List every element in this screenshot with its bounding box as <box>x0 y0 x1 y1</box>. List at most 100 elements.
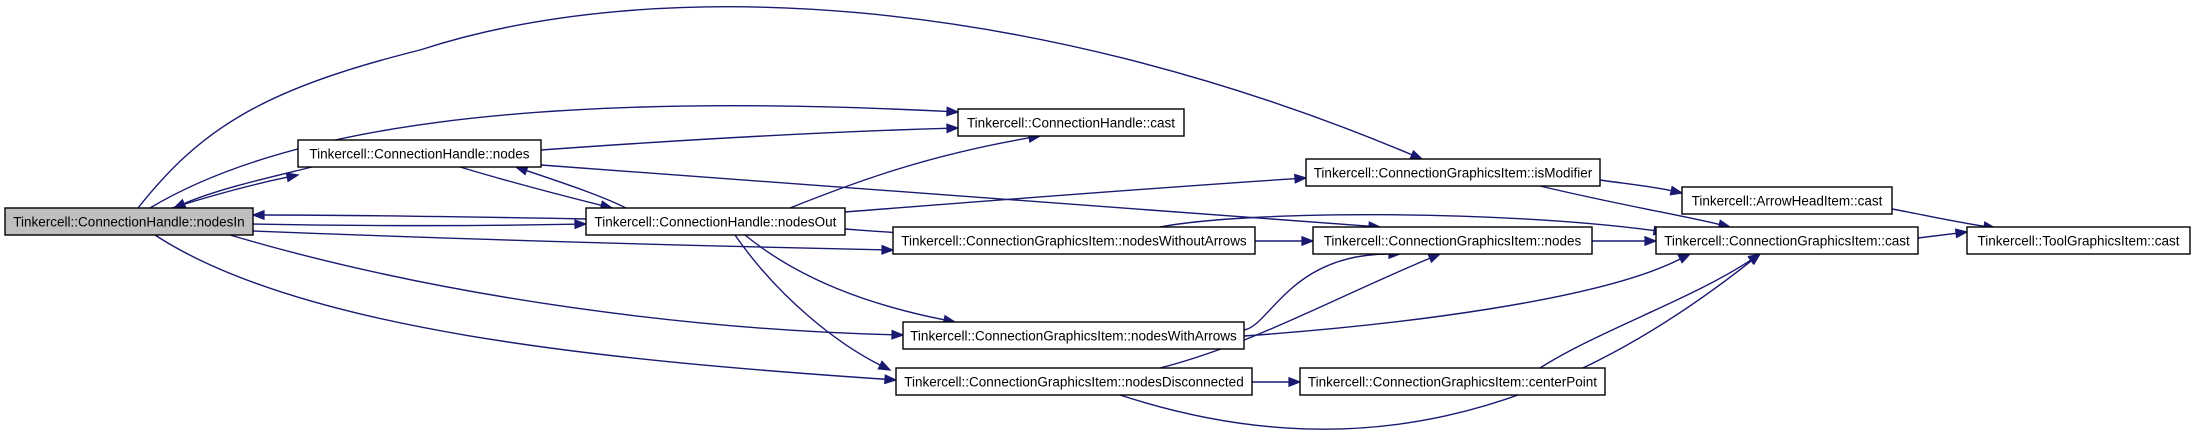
node-label: Tinkercell::ConnectionGraphicsItem::node… <box>1324 234 1582 249</box>
edge-line <box>1599 179 1672 192</box>
node-label: Tinkercell::ConnectionGraphicsItem::node… <box>901 234 1247 249</box>
node-nodesWithoutArrows[interactable]: Tinkercell::ConnectionGraphicsItem::node… <box>892 226 1256 255</box>
node-box <box>4 207 254 236</box>
nodes-layer: Tinkercell::ConnectionHandle::nodesInTin… <box>4 108 2191 396</box>
edge-nodesIn-to-nodesWithArrows <box>229 234 905 340</box>
node-centerPoint[interactable]: Tinkercell::ConnectionGraphicsItem::cent… <box>1299 367 1606 396</box>
edge-line <box>744 234 945 321</box>
arrowhead <box>1669 185 1684 196</box>
node-cgiNodes[interactable]: Tinkercell::ConnectionGraphicsItem::node… <box>1312 226 1593 255</box>
node-label: Tinkercell::ConnectionHandle::cast <box>967 116 1175 131</box>
node-label: Tinkercell::ToolGraphicsItem::cast <box>1977 234 2179 249</box>
node-box <box>895 367 1253 396</box>
arrowhead <box>891 329 905 340</box>
arrowhead <box>881 244 895 255</box>
edge-nodesIn-to-nodesDisconnected <box>154 234 898 385</box>
node-box <box>902 321 1245 350</box>
edge-line <box>137 6 1413 209</box>
edge-nodesOut-to-nodesIn <box>251 209 587 221</box>
node-chCast[interactable]: Tinkercell::ConnectionHandle::cast <box>957 108 1185 137</box>
arrowhead <box>574 219 588 230</box>
node-box <box>957 108 1185 137</box>
node-box <box>1305 158 1601 187</box>
node-nodesOut[interactable]: Tinkercell::ConnectionHandle::nodesOut <box>585 207 846 236</box>
edge-nodesOut-to-isModifier <box>844 173 1308 213</box>
node-box <box>1312 226 1593 255</box>
node-nodesWithArrows[interactable]: Tinkercell::ConnectionGraphicsItem::node… <box>902 321 1245 350</box>
arrowhead <box>1747 253 1762 265</box>
node-isModifier[interactable]: Tinkercell::ConnectionGraphicsItem::isMo… <box>1305 158 1601 187</box>
edge-centerPoint-to-cgiCast <box>1539 253 1762 369</box>
edge-nodesIn-to-chCast <box>149 105 960 209</box>
node-label: Tinkercell::ConnectionGraphicsItem::node… <box>904 375 1243 390</box>
edge-nodesDisconnected-to-cgiNodes <box>1159 253 1442 369</box>
edge-line <box>1159 257 1431 369</box>
edge-line <box>526 169 627 209</box>
node-nodesDisconnected[interactable]: Tinkercell::ConnectionGraphicsItem::node… <box>895 367 1253 396</box>
node-label: Tinkercell::ConnectionGraphicsItem::isMo… <box>1314 166 1593 181</box>
node-box <box>1681 186 1893 215</box>
arrowhead <box>1677 253 1692 264</box>
arrowhead <box>1427 253 1442 264</box>
edge-line <box>844 178 1296 213</box>
node-label: Tinkercell::ConnectionGraphicsItem::cast <box>1664 234 1910 249</box>
edge-nodesWithArrows-to-cgiCast <box>1243 253 1692 337</box>
arrowhead <box>514 165 529 176</box>
edge-isModifier-to-arrowCast <box>1599 179 1684 196</box>
node-arrowCast[interactable]: Tinkercell::ArrowHeadItem::cast <box>1681 186 1893 215</box>
arrowhead <box>1409 149 1424 160</box>
edge-line <box>263 214 587 220</box>
arrowhead <box>1954 228 1969 239</box>
edge-nodesIn-to-chNodes <box>171 172 300 209</box>
edge-line <box>789 137 1030 209</box>
edge-nodesWithArrows-to-cgiNodes <box>1243 248 1402 331</box>
edge-cgiNodes-to-cgiCast <box>1592 235 1658 247</box>
edge-line <box>154 234 886 380</box>
edge-line <box>1917 232 1957 239</box>
node-cgiCast[interactable]: Tinkercell::ConnectionGraphicsItem::cast <box>1655 226 1919 255</box>
edge-line <box>252 223 576 227</box>
edge-nodesIn-to-nodesWithoutArrows <box>252 230 895 255</box>
node-box <box>585 207 846 236</box>
arrowhead <box>1644 235 1658 247</box>
node-chNodes[interactable]: Tinkercell::ConnectionHandle::nodes <box>297 139 542 168</box>
edge-line <box>229 234 893 336</box>
edge-nodesIn-to-nodesOut <box>252 219 588 230</box>
edge-nodesOut-to-nodesDisconnected <box>734 234 892 371</box>
node-label: Tinkercell::ConnectionHandle::nodes <box>309 147 529 162</box>
arrowhead <box>251 209 265 221</box>
node-box <box>892 226 1256 255</box>
edge-line <box>1891 208 1985 227</box>
node-box <box>1299 367 1606 396</box>
node-nodesIn[interactable]: Tinkercell::ConnectionHandle::nodesIn <box>4 207 254 236</box>
node-label: Tinkercell::ConnectionGraphicsItem::cent… <box>1308 375 1597 390</box>
arrowhead <box>877 360 892 371</box>
edge-nodesOut-to-chCast <box>789 132 1042 209</box>
node-box <box>1655 226 1919 255</box>
arrowhead <box>946 123 960 134</box>
arrowhead <box>172 198 187 209</box>
edge-line <box>1159 213 1655 232</box>
node-label: Tinkercell::ArrowHeadItem::cast <box>1692 194 1883 209</box>
arrowhead <box>1301 235 1315 247</box>
edge-line <box>171 176 288 209</box>
edge-cgiCast-to-toolCast <box>1917 228 1969 239</box>
edge-nodesWithoutArrows-to-cgiNodes <box>1255 235 1315 247</box>
edge-line <box>459 166 602 207</box>
arrowhead <box>946 106 960 117</box>
edge-line <box>734 234 881 366</box>
arrowhead <box>884 374 898 385</box>
node-label: Tinkercell::ConnectionGraphicsItem::node… <box>910 329 1237 344</box>
node-toolCast[interactable]: Tinkercell::ToolGraphicsItem::cast <box>1966 226 2191 255</box>
arrowhead <box>1288 376 1302 388</box>
node-box <box>297 139 542 168</box>
edges-layer <box>137 6 1997 430</box>
node-label: Tinkercell::ConnectionHandle::nodesIn <box>13 215 244 230</box>
edge-line <box>252 230 883 251</box>
edge-line <box>1243 253 1390 331</box>
edge-line <box>1119 260 1752 430</box>
edge-line <box>183 166 313 205</box>
node-label: Tinkercell::ConnectionHandle::nodesOut <box>595 215 837 230</box>
edge-chNodes-to-chCast <box>540 123 960 151</box>
